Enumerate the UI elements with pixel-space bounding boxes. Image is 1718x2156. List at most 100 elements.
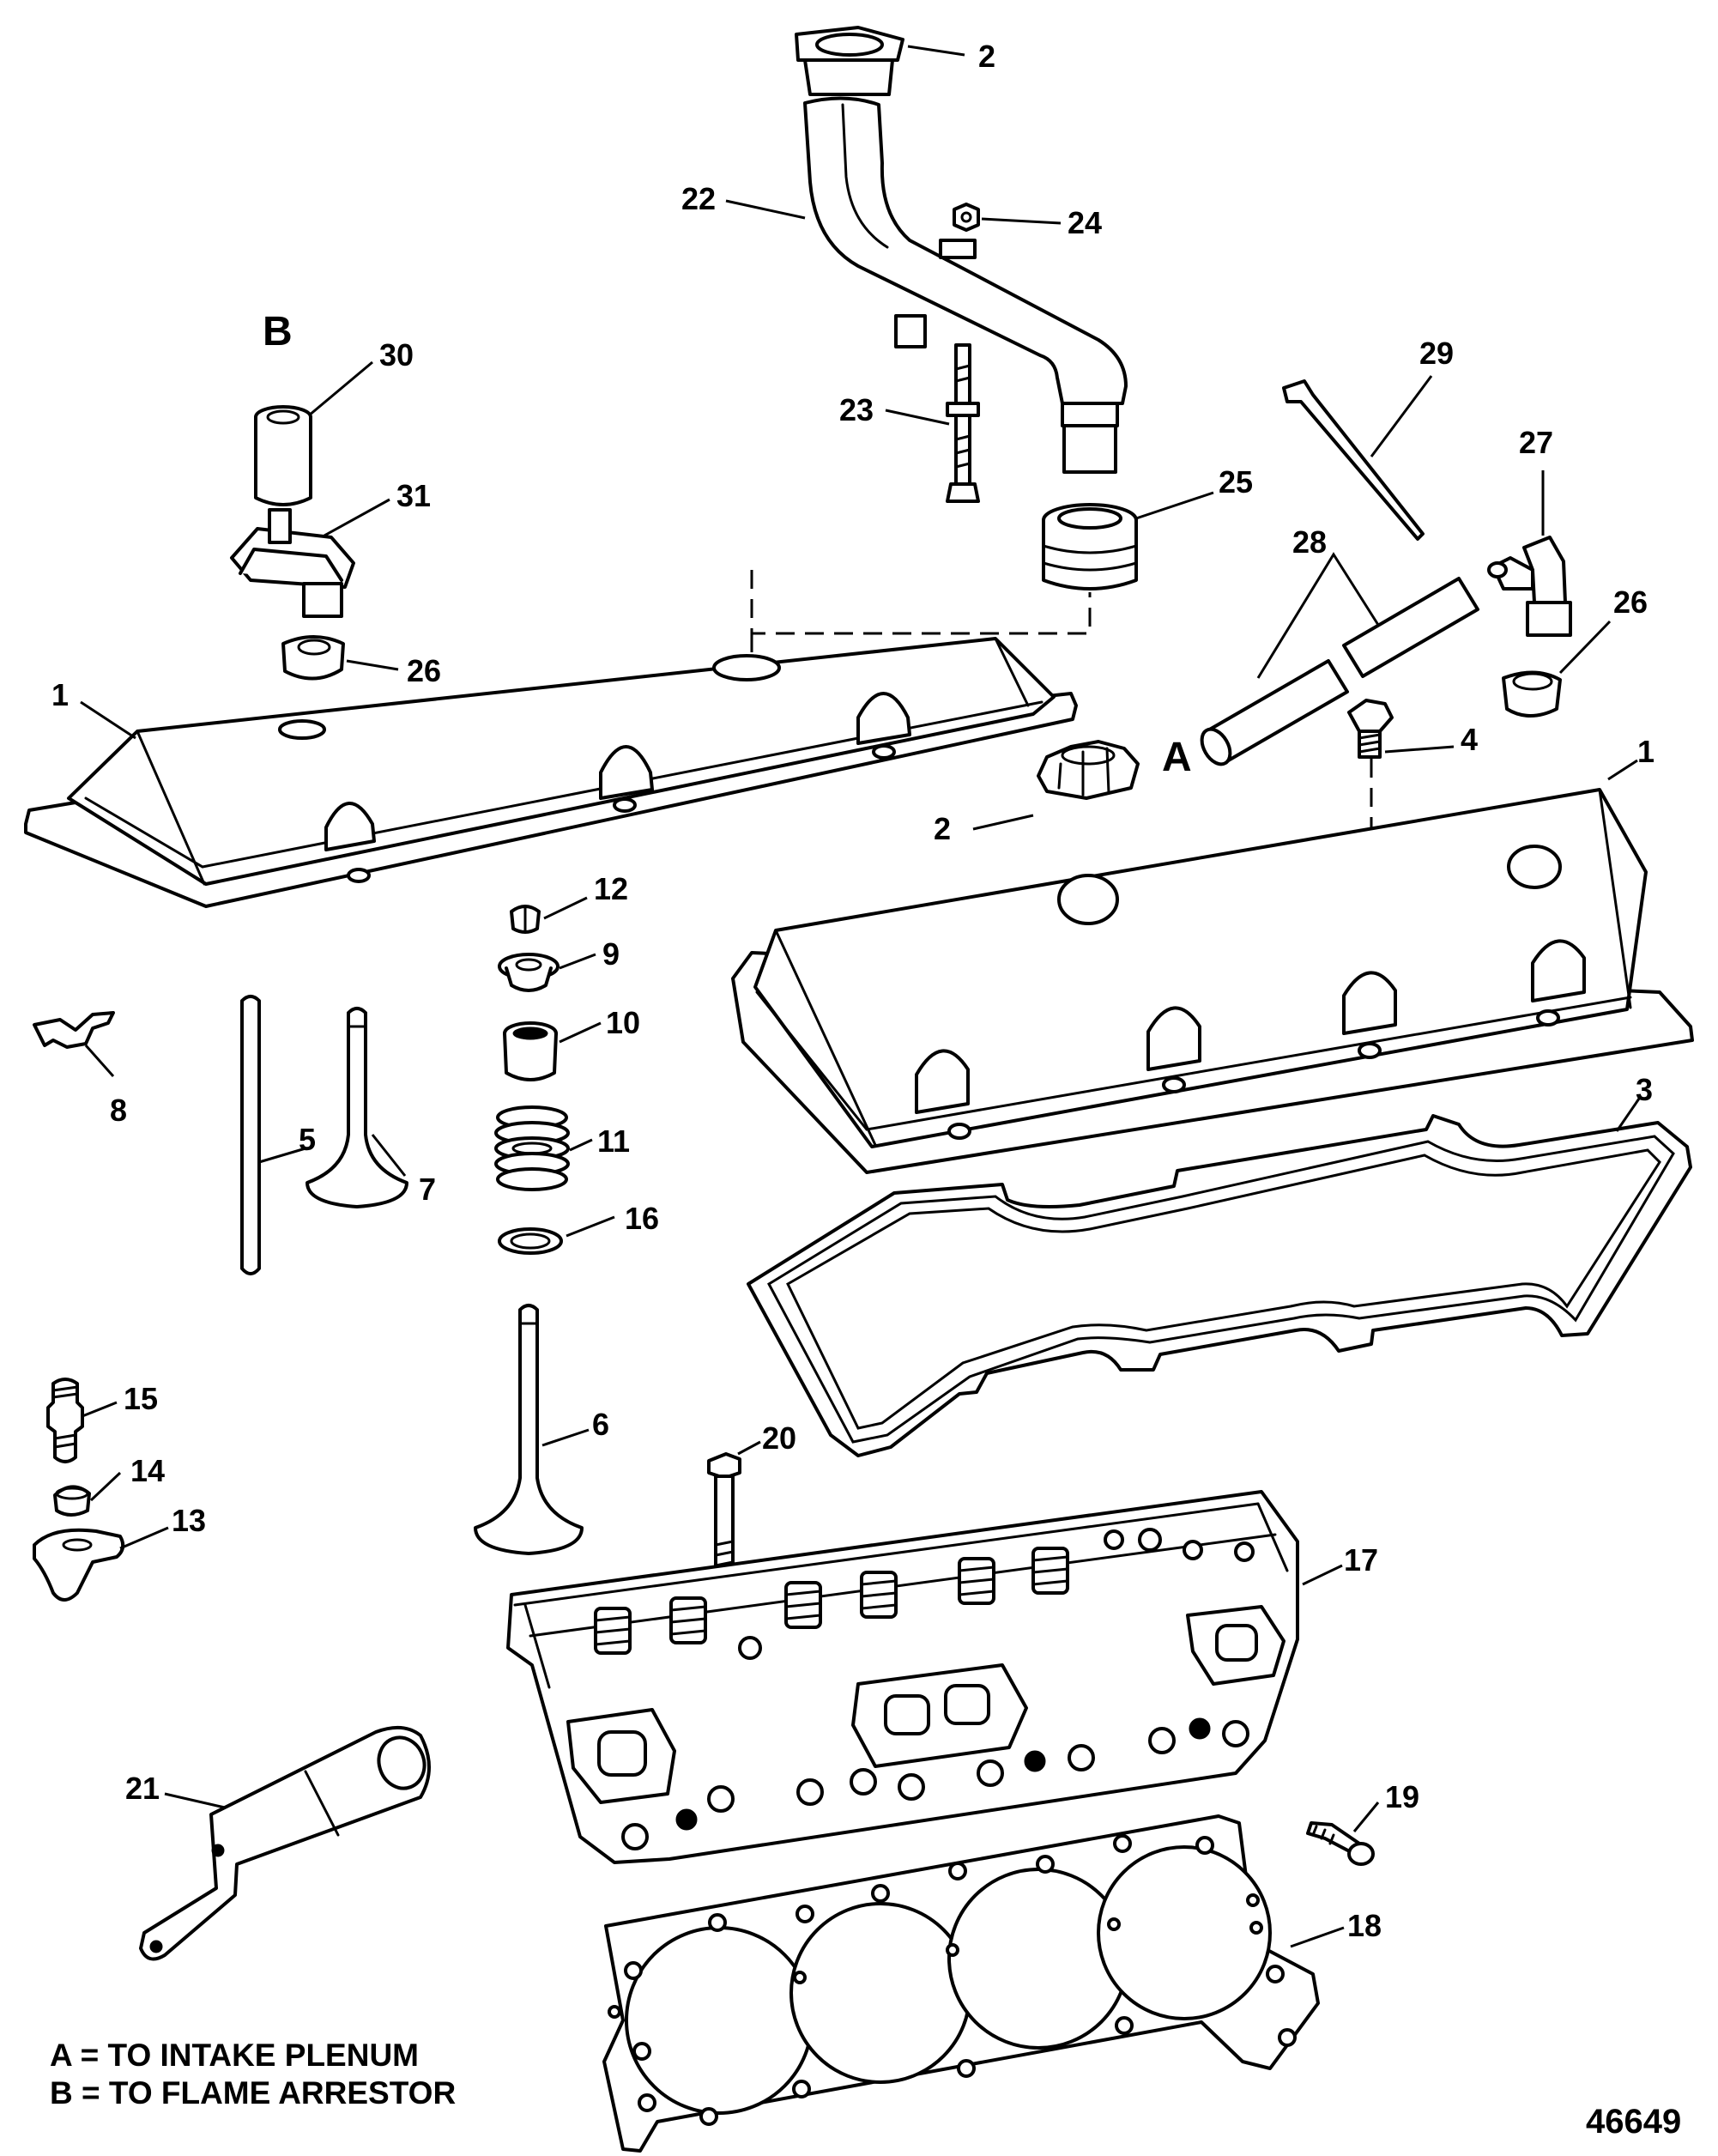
- grommet-25: [1042, 503, 1138, 590]
- rocker-stud-15: [46, 1378, 84, 1463]
- leader-15: [82, 1401, 118, 1418]
- callout-13: 13: [172, 1503, 206, 1538]
- cylinder-head-17: [506, 1490, 1299, 1864]
- legend-a: A = TO INTAKE PLENUM: [50, 2038, 419, 2073]
- callout-17: 17: [1344, 1542, 1378, 1578]
- gasket-bolt-holes: [608, 1834, 1297, 2126]
- pivot-ball-14: [53, 1485, 91, 1517]
- leader-10: [559, 1021, 602, 1044]
- callout-29: 29: [1419, 336, 1454, 371]
- callout-23: 23: [839, 392, 874, 427]
- callout-7: 7: [419, 1172, 436, 1207]
- leader-20: [737, 1440, 761, 1456]
- callout-31: 31: [396, 478, 431, 513]
- figure-number: 46649: [1586, 2103, 1682, 2141]
- leader-12: [543, 896, 588, 920]
- vent-valve-31: [230, 508, 355, 618]
- callout-2a: 2: [978, 39, 995, 74]
- callout-28: 28: [1292, 524, 1327, 560]
- callout-27: 27: [1519, 425, 1553, 460]
- leader-11: [569, 1138, 593, 1152]
- leader-26a: [346, 659, 399, 671]
- leader-14: [89, 1471, 122, 1502]
- leader-1b: [1607, 759, 1638, 781]
- leader-13: [119, 1526, 169, 1550]
- exhaust-ports: [566, 1605, 1285, 1804]
- leader-19: [1352, 1802, 1380, 1832]
- leader-26b: [1558, 620, 1612, 675]
- leader-8: [84, 1045, 115, 1077]
- valve-cover-right: [731, 788, 1694, 1174]
- callout-26b: 26: [1613, 584, 1648, 620]
- leader-2b: [972, 814, 1034, 831]
- callout-11: 11: [597, 1123, 630, 1159]
- leader-6: [541, 1428, 590, 1447]
- leader-4: [1384, 745, 1455, 754]
- callout-8: 8: [110, 1093, 127, 1128]
- oil-fill-cap-right: [1037, 740, 1140, 800]
- callout-21: 21: [125, 1771, 160, 1806]
- leader-17: [1302, 1564, 1343, 1586]
- leader-3: [1615, 1098, 1641, 1132]
- rocker-arm-13: [33, 1528, 125, 1602]
- shim-16: [498, 1227, 563, 1255]
- callout-4: 4: [1461, 722, 1478, 757]
- callout-labels: 2 22 24 23 25 30 31 26 1 29 27 28 26 4 1…: [51, 39, 1654, 1943]
- leader-18: [1290, 1926, 1345, 1948]
- leader-30: [308, 360, 373, 417]
- callout-6: 6: [592, 1407, 609, 1442]
- leader-7: [371, 1134, 407, 1177]
- oil-fill-cap-top: [795, 26, 904, 96]
- alignment-line-top: [750, 570, 1092, 654]
- grommet-26-right: [1502, 670, 1562, 718]
- callout-30: 30: [379, 337, 414, 372]
- lifting-bracket-21: [139, 1725, 431, 1961]
- head-valve-springs: [594, 1547, 1069, 1655]
- callout-3: 3: [1636, 1072, 1653, 1107]
- bolt-19: [1306, 1821, 1375, 1866]
- valve-spring-11: [494, 1105, 570, 1191]
- callout-12: 12: [594, 871, 628, 906]
- callout-9: 9: [602, 936, 620, 972]
- callout-1b: 1: [1637, 734, 1654, 769]
- stud-23: [946, 343, 980, 503]
- leader-29: [1370, 375, 1433, 457]
- valve-6: [474, 1304, 584, 1555]
- leader-23: [885, 409, 950, 426]
- valve-shield-10: [503, 1021, 558, 1081]
- spring-cap-9: [498, 953, 560, 992]
- leader-22: [725, 199, 806, 220]
- grommet-26-left: [281, 635, 345, 681]
- callout-10: 10: [606, 1005, 640, 1040]
- leader-5: [258, 1147, 306, 1164]
- leader-25: [1135, 491, 1214, 520]
- callout-26a: 26: [407, 653, 441, 688]
- valve-cover-gasket: [747, 1114, 1692, 1457]
- leader-2a: [907, 45, 965, 57]
- callout-5: 5: [299, 1122, 316, 1157]
- callout-22: 22: [681, 181, 716, 216]
- callout-18: 18: [1347, 1908, 1382, 1943]
- callout-20: 20: [762, 1420, 796, 1456]
- valve-cover-left: [24, 637, 1078, 908]
- bolt-4: [1347, 699, 1394, 759]
- head-bolt-holes: [621, 1528, 1255, 1850]
- leader-28: [1256, 552, 1380, 679]
- crankcase-vent-tube: [803, 96, 1128, 474]
- leader-21: [164, 1792, 226, 1809]
- legend-b: B = TO FLAME ARRESTOR: [50, 2075, 457, 2111]
- callout-24: 24: [1068, 205, 1102, 240]
- hose-28: [1200, 577, 1479, 766]
- callout-16: 16: [625, 1201, 659, 1236]
- hose-30: [254, 405, 312, 506]
- leader-16: [566, 1215, 615, 1238]
- leader-31: [324, 498, 390, 537]
- clip-8: [33, 1011, 115, 1049]
- connection-label-a: A: [1162, 735, 1192, 780]
- elbow-fitting-27: [1487, 536, 1572, 637]
- callout-14: 14: [130, 1453, 165, 1488]
- head-gasket-18: [602, 1814, 1320, 2153]
- push-rod-5: [240, 995, 261, 1275]
- leader-1a: [80, 700, 136, 740]
